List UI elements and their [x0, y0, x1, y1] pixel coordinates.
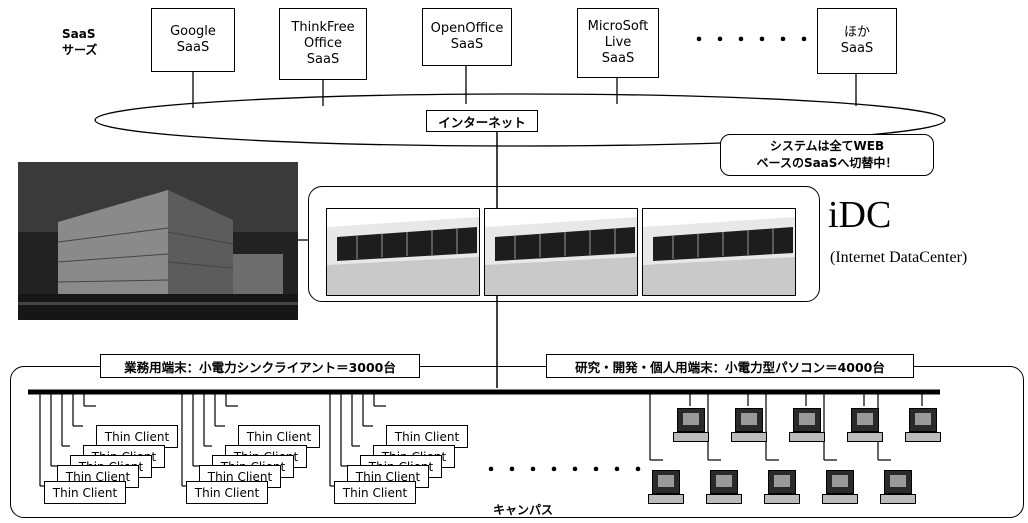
idc-title: iDC	[828, 195, 891, 235]
saas-row-label: SaaS サーズ	[62, 26, 97, 58]
pc-icon	[789, 406, 823, 442]
client-continuation-dots: ・・・・・・・・	[482, 456, 650, 482]
research-terminal-label: 研究・開発・個人用端末：小電力型パソコン＝4000台	[546, 354, 914, 378]
thin-client: Thin Client	[44, 481, 126, 504]
pc-icon	[706, 468, 740, 504]
pc-icon	[822, 468, 856, 504]
pc-icon	[731, 406, 765, 442]
saas-box-thinkfree: ThinkFree Office SaaS	[279, 8, 367, 80]
server-room-image-2	[484, 208, 638, 296]
saas-migration-note: システムは全てWEB ベースのSaaSへ切替中！	[720, 134, 934, 176]
server-room-image-1	[326, 208, 480, 296]
datacenter-building-photo	[18, 162, 298, 320]
pc-icon	[764, 468, 798, 504]
saas-box-openoffice: OpenOffice SaaS	[422, 8, 512, 66]
campus-label: キャンパス	[493, 501, 553, 518]
pc-icon	[847, 406, 881, 442]
pc-icon	[905, 406, 939, 442]
internet-label: インターネット	[426, 110, 538, 132]
thin-client: Thin Client	[186, 481, 268, 504]
business-terminal-label: 業務用端末：小電力シンクライアント＝3000台	[100, 354, 420, 378]
server-room-image-3	[642, 208, 796, 296]
idc-subtitle: (Internet DataCenter)	[830, 249, 967, 267]
saas-box-microsoft: MicroSoft Live SaaS	[577, 8, 659, 78]
pc-icon	[673, 406, 707, 442]
thin-client: Thin Client	[334, 481, 416, 504]
saas-box-google: Google SaaS	[151, 8, 235, 72]
pc-icon	[880, 468, 914, 504]
pc-icon	[648, 468, 682, 504]
saas-box-other: ほか SaaS	[817, 8, 897, 74]
